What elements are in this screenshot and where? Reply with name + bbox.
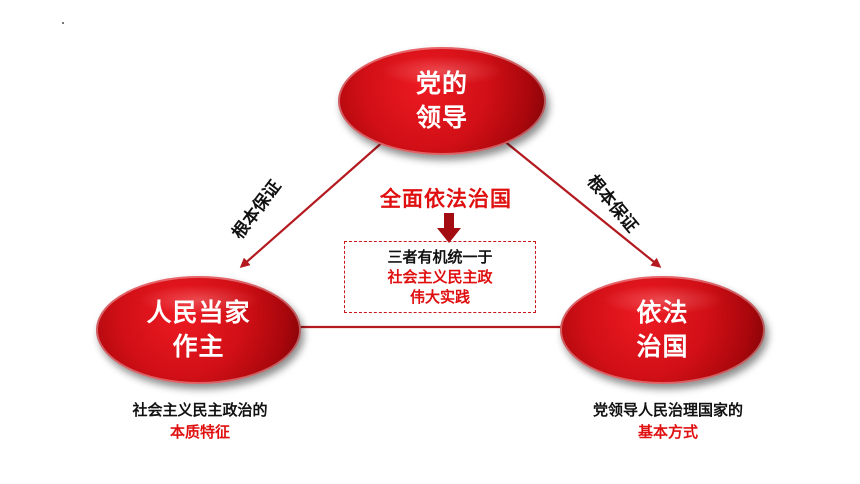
caption-left-line2: 本质特征: [169, 423, 230, 441]
node-left-line1: 人民当家: [146, 298, 251, 327]
down-arrow-icon: [437, 213, 461, 243]
node-top-line2: 领导: [415, 103, 468, 132]
center-box-line2: 社会主义民主政: [387, 268, 493, 286]
node-people-masters: 人民当家 作主: [96, 276, 301, 384]
caption-right: 党领导人民治理国家的 基本方式: [548, 399, 788, 443]
center-box-line1: 三者有机统一于: [387, 248, 493, 266]
center-title: 全面依法治国: [380, 187, 512, 211]
node-rule-of-law: 依法 治国: [560, 276, 765, 384]
caption-right-line1: 党领导人民治理国家的: [592, 401, 743, 419]
caption-right-line2: 基本方式: [637, 423, 698, 441]
node-top-line1: 党的: [415, 69, 468, 98]
caption-left: 社会主义民主政治的 本质特征: [80, 399, 320, 443]
node-right-line2: 治国: [636, 332, 689, 361]
arrow-top-to-right: [502, 139, 662, 268]
center-box-line3: 伟大实践: [409, 288, 470, 306]
center-box: 三者有机统一于 社会主义民主政 伟大实践: [344, 241, 536, 313]
node-left-line2: 作主: [172, 332, 225, 361]
node-party-leadership: 党的 领导: [338, 47, 546, 155]
corner-dot: [62, 22, 64, 24]
caption-left-line1: 社会主义民主政治的: [132, 401, 268, 419]
node-right-line1: 依法: [636, 298, 689, 327]
arrow-top-to-left: [239, 139, 386, 268]
